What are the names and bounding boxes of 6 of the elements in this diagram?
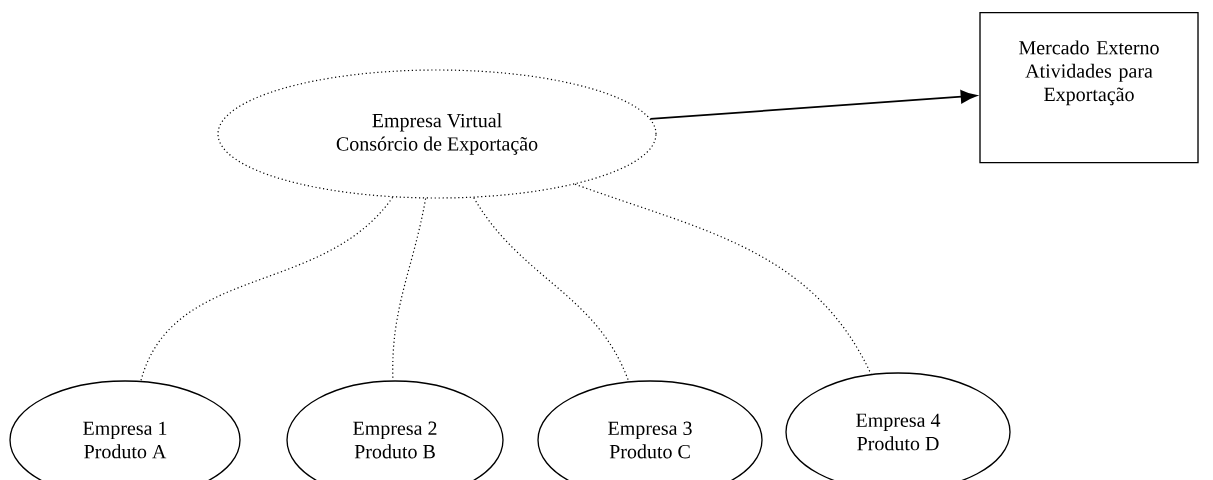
connector-line bbox=[473, 197, 630, 382]
connector-line bbox=[574, 183, 872, 375]
arrow bbox=[649, 90, 977, 120]
market-box: Mercado Externo Atividades para Exportação bbox=[979, 12, 1199, 164]
connector-line bbox=[140, 196, 394, 382]
connector-line bbox=[392, 197, 427, 381]
